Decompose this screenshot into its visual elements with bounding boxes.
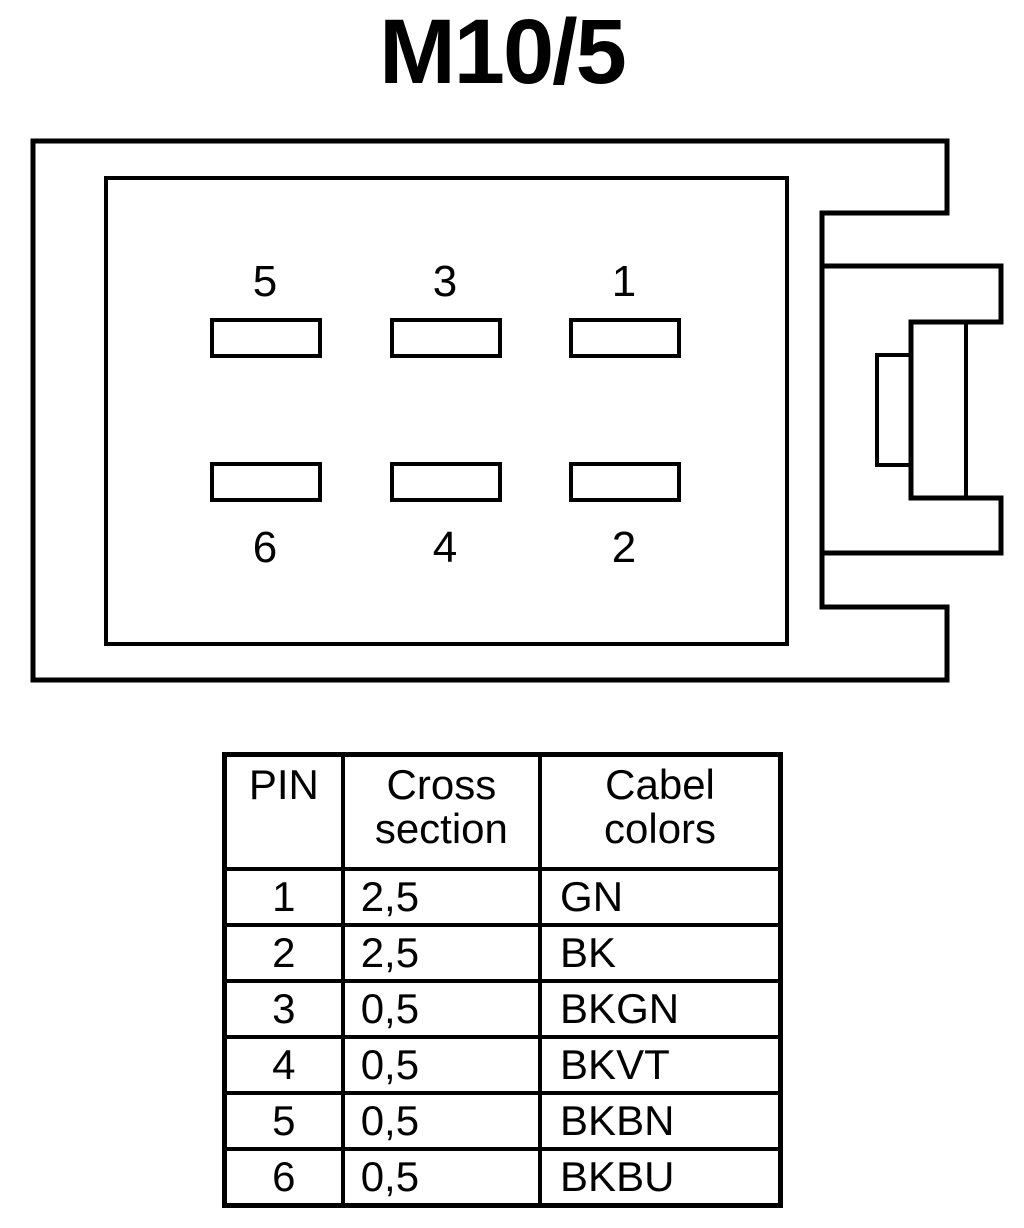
pin-label-6: 6 (253, 523, 277, 572)
header-cable-colors-line2: colors (604, 805, 717, 852)
cell-cable-color: BKBN (538, 1090, 783, 1151)
cell-cross-section: 0,5 (340, 1090, 543, 1151)
cell-cable-color: BK (538, 922, 783, 983)
pin-label-4: 4 (433, 523, 457, 572)
cell-pin: 1 (222, 866, 345, 927)
cell-cross-section: 0,5 (340, 978, 543, 1039)
cell-cross-section: 2,5 (340, 922, 543, 983)
header-pin: PIN (222, 752, 345, 871)
pin-label-1: 1 (612, 257, 636, 306)
pin-assignment-table: PIN Cross section Cabel colors 1 2,5 GN … (222, 752, 783, 1208)
cell-pin: 2 (222, 922, 345, 983)
pin-slot-6 (210, 462, 322, 502)
table-row: 2 2,5 BK (222, 922, 783, 983)
pin-label-5: 5 (253, 257, 277, 306)
cell-pin: 4 (222, 1034, 345, 1095)
pin-slot-3 (390, 318, 502, 358)
table-row: 3 0,5 BKGN (222, 978, 783, 1039)
cell-pin: 3 (222, 978, 345, 1039)
header-cross-section: Cross section (340, 752, 543, 871)
header-cable-colors-line1: Cabel (605, 761, 715, 808)
latch-button (875, 353, 913, 467)
pin-slot-5 (210, 318, 322, 358)
cell-cross-section: 2,5 (340, 866, 543, 927)
cell-cross-section: 0,5 (340, 1146, 543, 1207)
pin-slot-4 (390, 462, 502, 502)
cell-cross-section: 0,5 (340, 1034, 543, 1095)
table-row: 1 2,5 GN (222, 866, 783, 927)
connector-housing-outline (30, 138, 950, 683)
table-row: 6 0,5 BKBU (222, 1146, 783, 1207)
cell-pin: 5 (222, 1090, 345, 1151)
cell-pin: 6 (222, 1146, 345, 1207)
cell-cable-color: BKGN (538, 978, 783, 1039)
pin-label-3: 3 (433, 257, 457, 306)
connector-diagram: 5 3 1 6 4 2 (30, 138, 1004, 683)
pin-label-2: 2 (612, 523, 636, 572)
cell-cable-color: GN (538, 866, 783, 927)
table-row: 4 0,5 BKVT (222, 1034, 783, 1095)
cell-cable-color: BKVT (538, 1034, 783, 1095)
pin-slot-2 (569, 462, 681, 502)
table-row: 5 0,5 BKBN (222, 1090, 783, 1151)
header-pin-label: PIN (248, 761, 319, 808)
table-header-row: PIN Cross section Cabel colors (222, 752, 783, 871)
connector-cavity (104, 176, 789, 646)
cell-cable-color: BKBU (538, 1146, 783, 1207)
header-cross-section-line1: Cross (386, 761, 497, 808)
pin-slot-1 (569, 318, 681, 358)
header-cross-section-line2: section (374, 805, 508, 852)
header-cable-colors: Cabel colors (538, 752, 783, 871)
diagram-title: M10/5 (379, 1, 627, 103)
